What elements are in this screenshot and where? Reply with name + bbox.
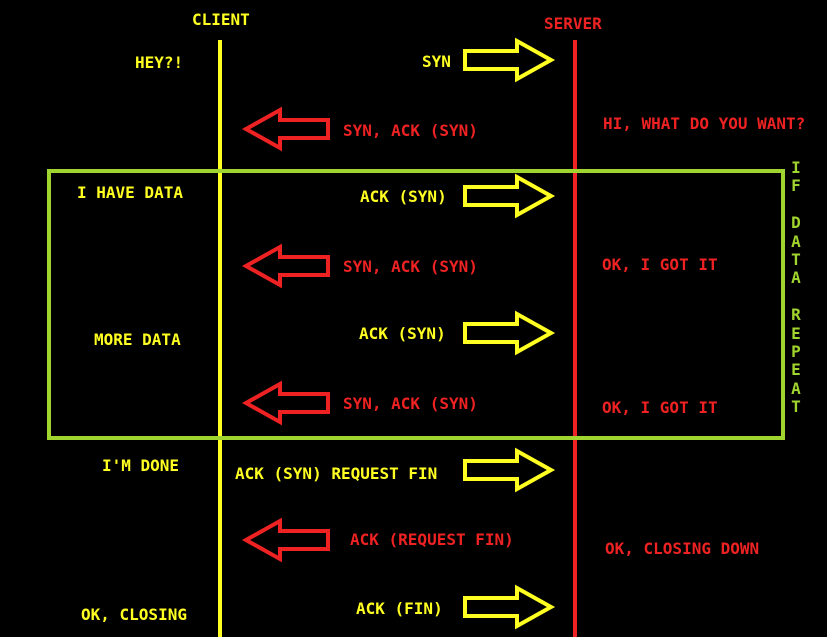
repeat-label-char: D xyxy=(791,213,801,233)
repeat-box xyxy=(47,169,785,440)
arrow-right-icon xyxy=(463,37,556,83)
repeat-label-char: I xyxy=(791,158,801,177)
repeat-label-char: A xyxy=(791,378,801,398)
repeat-label-char: T xyxy=(791,250,801,270)
message-label: ACK (REQUEST FIN) xyxy=(350,530,514,549)
arrow-left-icon xyxy=(241,380,330,426)
repeat-label-char: R xyxy=(791,305,801,325)
arrow-right-icon xyxy=(463,310,556,356)
message-label: ACK (FIN) xyxy=(356,599,443,618)
server-note: OK, I GOT IT xyxy=(602,255,718,274)
arrow-left-icon xyxy=(241,243,330,289)
repeat-label-char: P xyxy=(791,342,801,362)
client-note: HEY?! xyxy=(135,53,184,72)
repeat-label-char: T xyxy=(791,397,801,417)
client-note: I'M DONE xyxy=(102,456,180,475)
repeat-label-char: E xyxy=(791,323,801,343)
message-label: SYN, ACK (SYN) xyxy=(343,257,478,276)
server-note: OK, CLOSING DOWN xyxy=(605,539,760,558)
client-note: I HAVE DATA xyxy=(77,183,183,202)
message-label: SYN, ACK (SYN) xyxy=(343,394,478,413)
message-label: ACK (SYN) xyxy=(360,187,447,206)
repeat-label-char: A xyxy=(791,231,801,251)
message-label: SYN, ACK (SYN) xyxy=(343,121,478,140)
repeat-label-gap xyxy=(788,196,804,214)
server-note: HI, WHAT DO YOU WANT? xyxy=(603,114,806,133)
server-header: SERVER xyxy=(544,14,602,33)
message-label: SYN xyxy=(422,52,451,71)
client-note: OK, CLOSING xyxy=(81,605,187,624)
message-label: ACK (SYN) xyxy=(359,324,446,343)
message-arrows xyxy=(241,37,556,630)
arrow-right-icon xyxy=(463,584,556,630)
arrow-right-icon xyxy=(463,447,556,493)
repeat-label-gap xyxy=(788,288,804,306)
arrow-right-icon xyxy=(463,173,556,219)
client-header: CLIENT xyxy=(192,10,250,29)
server-note: OK, I GOT IT xyxy=(602,398,718,417)
repeat-label-char: A xyxy=(791,268,801,288)
client-note: MORE DATA xyxy=(94,330,181,349)
repeat-label-char: E xyxy=(791,360,801,380)
message-label: ACK (SYN) REQUEST FIN xyxy=(235,464,438,483)
repeat-label-char: F xyxy=(791,176,801,196)
arrow-left-icon xyxy=(241,106,330,152)
arrow-left-icon xyxy=(241,517,330,563)
